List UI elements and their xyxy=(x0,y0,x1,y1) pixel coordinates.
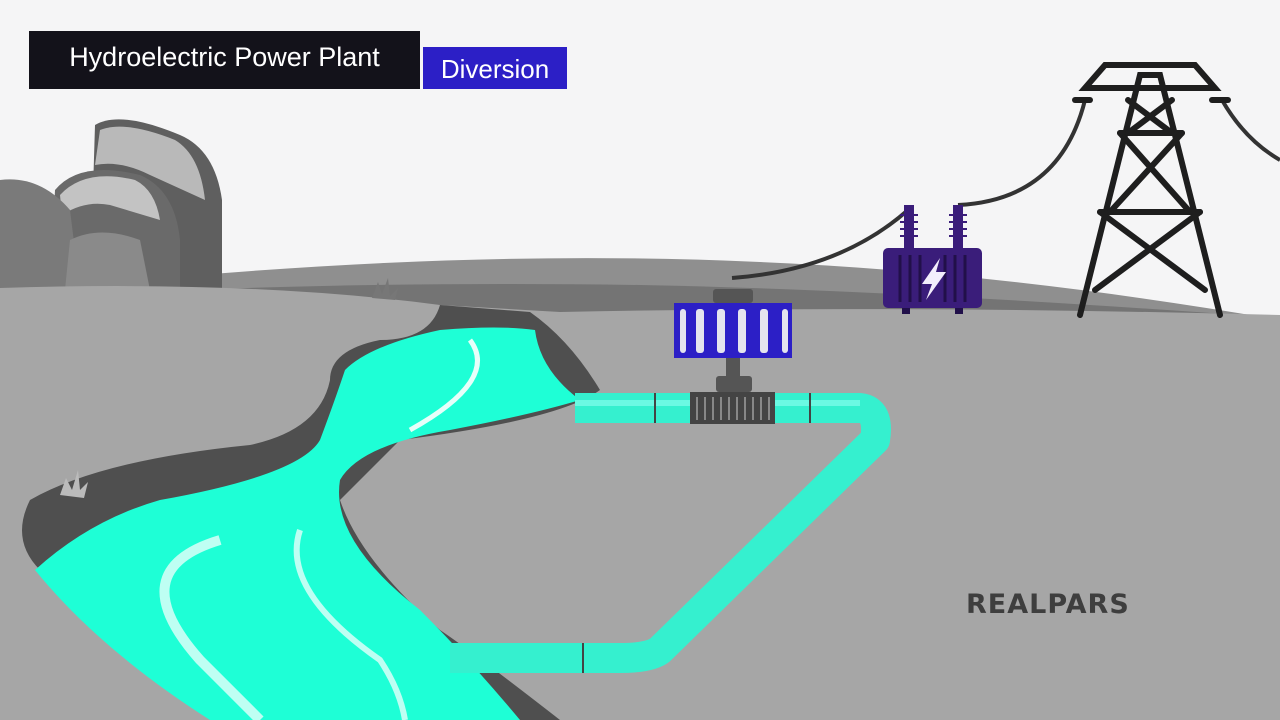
power-cable xyxy=(731,208,910,280)
transmission-tower xyxy=(1072,62,1231,318)
section-tag: Diversion xyxy=(423,47,567,89)
grass-tuft xyxy=(372,278,398,300)
generator xyxy=(674,289,792,358)
lightning-icon xyxy=(922,258,946,300)
power-cable xyxy=(1220,99,1280,162)
brand-logo: REALPARS xyxy=(966,589,1130,620)
page-title: Hydroelectric Power Plant xyxy=(29,31,420,89)
rocks xyxy=(0,119,222,290)
power-cable xyxy=(957,99,1087,207)
grass-tuft xyxy=(60,470,88,498)
turbine xyxy=(690,358,775,424)
transformer xyxy=(883,205,982,314)
